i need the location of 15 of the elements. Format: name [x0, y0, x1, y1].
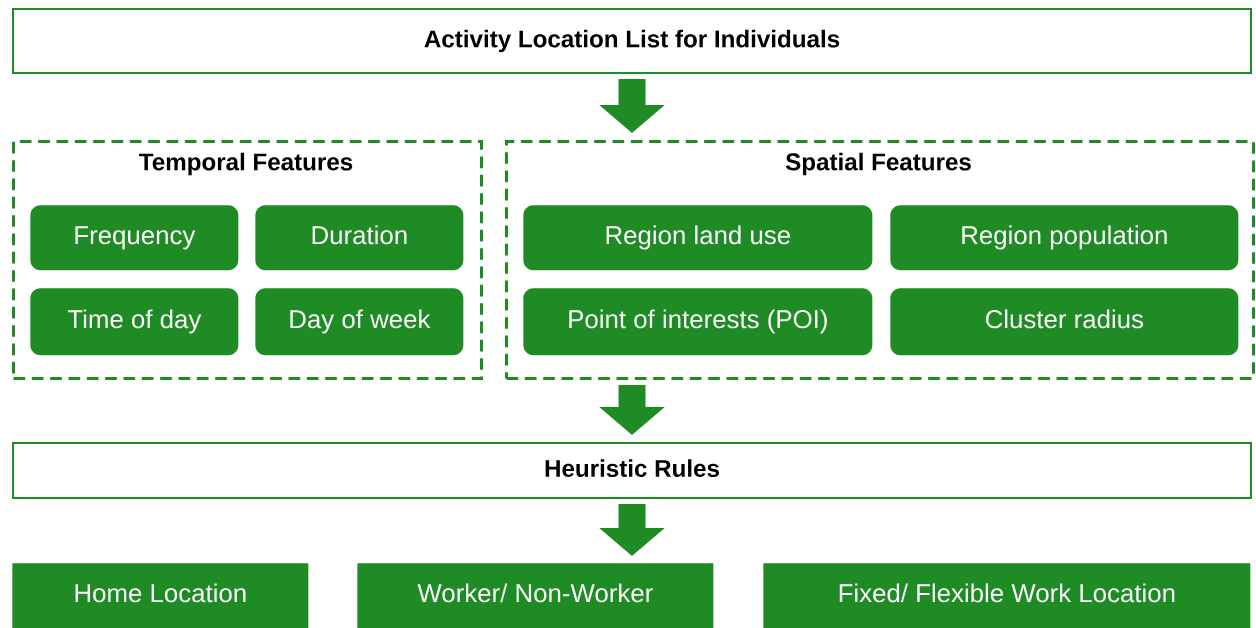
output-box: Fixed/ Flexible Work Location	[763, 563, 1251, 628]
feature-box: Cluster radius	[890, 288, 1239, 356]
title-box: Activity Location List for Individuals	[12, 8, 1252, 74]
group-heading: Temporal Features	[139, 152, 353, 176]
feature-box: Point of interests (POI)	[523, 288, 873, 356]
group-heading: Spatial Features	[785, 152, 971, 176]
feature-box: Region land use	[523, 205, 873, 271]
output-box: Home Location	[12, 563, 309, 628]
title-box: Heuristic Rules	[12, 442, 1252, 499]
output-box: Worker/ Non-Worker	[357, 563, 714, 628]
feature-box: Region population	[890, 205, 1239, 271]
feature-box: Time of day	[30, 288, 239, 356]
feature-box: Frequency	[30, 205, 239, 271]
feature-box: Day of week	[255, 288, 464, 356]
feature-box: Duration	[255, 205, 464, 271]
